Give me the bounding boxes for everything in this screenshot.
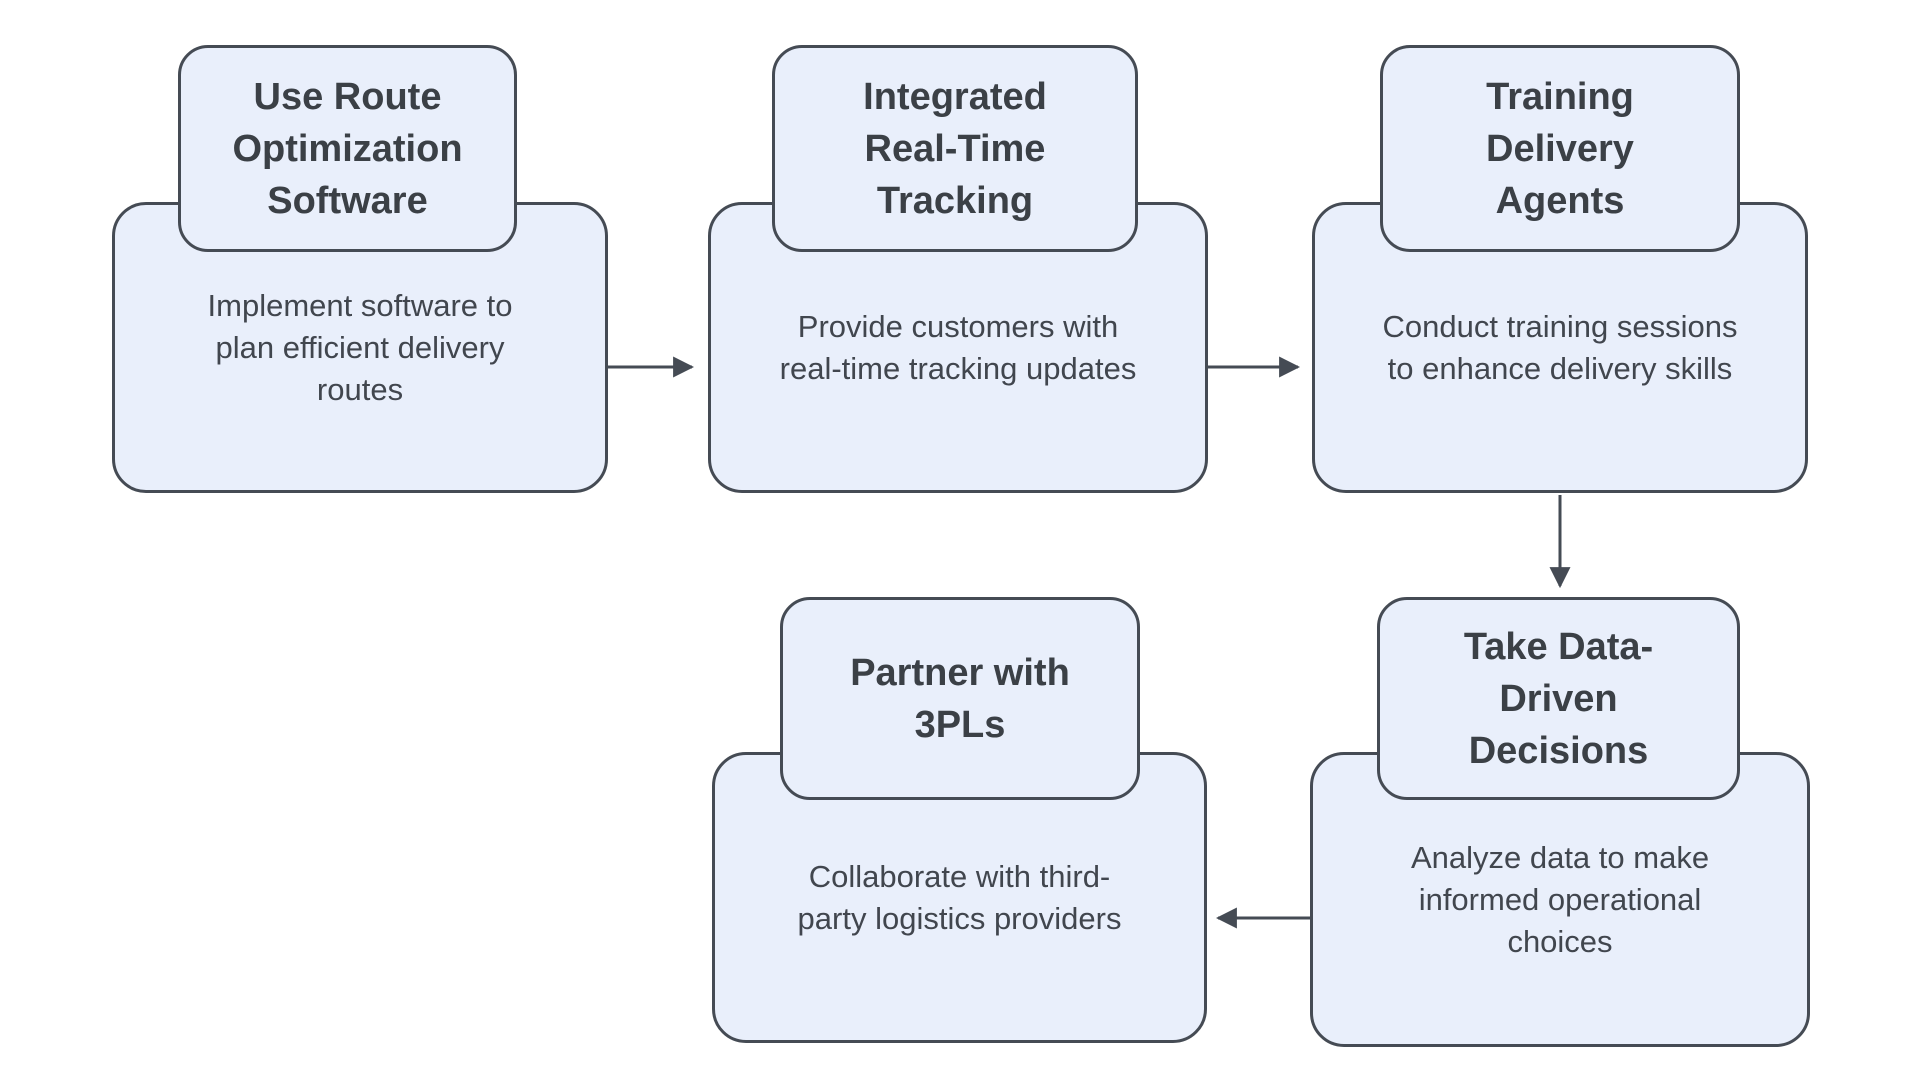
node-title: Take Data- Driven Decisions bbox=[1463, 625, 1654, 772]
node-description: Conduct training sessions to enhance del… bbox=[1382, 308, 1738, 386]
node-title: Use Route Optimization Software bbox=[232, 75, 463, 222]
node-description: Provide customers with real-time trackin… bbox=[779, 308, 1137, 386]
node-description: Implement software to plan efficient del… bbox=[207, 287, 513, 407]
node-title-card: Take Data- Driven Decisions bbox=[1377, 597, 1740, 800]
node-description: Collaborate with third- party logistics … bbox=[797, 858, 1122, 936]
node-title: Partner with 3PLs bbox=[850, 651, 1070, 746]
node-title-card: Use Route Optimization Software bbox=[178, 45, 517, 252]
node-body-card: Collaborate with third- party logistics … bbox=[712, 752, 1207, 1043]
node-title-card: Integrated Real-Time Tracking bbox=[772, 45, 1138, 252]
node-title: Integrated Real-Time Tracking bbox=[863, 75, 1047, 222]
node-description: Analyze data to make informed operationa… bbox=[1410, 839, 1710, 959]
node-title: Training Delivery Agents bbox=[1486, 75, 1634, 222]
node-title-card: Training Delivery Agents bbox=[1380, 45, 1740, 252]
node-title-card: Partner with 3PLs bbox=[780, 597, 1140, 800]
